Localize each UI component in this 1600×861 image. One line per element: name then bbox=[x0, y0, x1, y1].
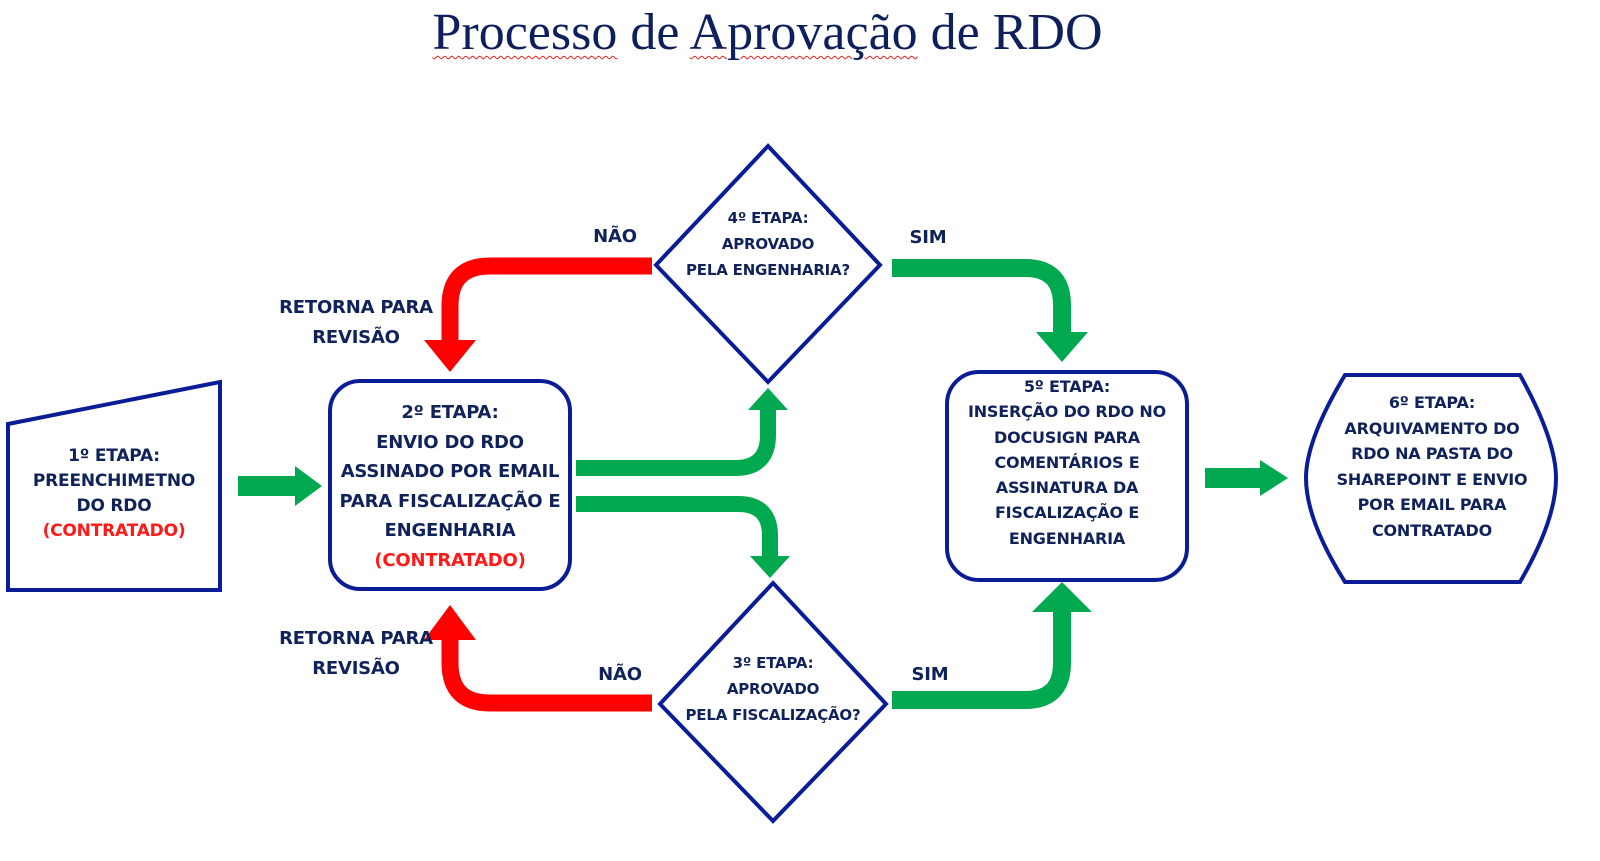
step1-line: PREENCHIMETNO bbox=[32, 471, 196, 491]
step3-line: PELA FISCALIZAÇÃO? bbox=[685, 706, 861, 724]
title-word-processo: Processo bbox=[432, 4, 618, 61]
step6-line: CONTRATADO bbox=[1371, 520, 1493, 540]
page-title: Processo de Aprovação de RDO bbox=[0, 2, 1535, 64]
step5-line: DOCUSIGN PARA bbox=[994, 427, 1140, 447]
step2-line: 2º ETAPA: bbox=[401, 402, 499, 423]
return-top-line: RETORNA PARA bbox=[279, 297, 433, 318]
title-word-aprovacao: Aprovação bbox=[689, 4, 918, 61]
step5-line: ENGENHARIA bbox=[1008, 528, 1126, 548]
step6-line: SHAREPOINT E ENVIO bbox=[1336, 469, 1528, 489]
arrow-step5-to-step6 bbox=[1205, 460, 1288, 496]
arrow-step3-no-to-step2 bbox=[424, 605, 652, 712]
arrow-step3-yes-to-step5 bbox=[892, 582, 1092, 709]
step4-line: PELA ENGENHARIA? bbox=[686, 261, 850, 279]
step2-label: 2º ETAPA: ENVIO DO RDO ASSINADO POR EMAI… bbox=[328, 398, 572, 575]
edge-label-no-top: NÃO bbox=[593, 226, 637, 247]
title-word-rdo: de RDO bbox=[917, 4, 1103, 61]
step6-shape[interactable] bbox=[1303, 373, 1559, 584]
step5-label: 5º ETAPA: INSERÇÃO DO RDO NO DOCUSIGN PA… bbox=[945, 374, 1189, 551]
step2-line: ENVIO DO RDO bbox=[376, 431, 524, 453]
step2-line: ENGENHARIA bbox=[384, 520, 516, 541]
edge-label-yes-bottom: SIM bbox=[911, 664, 949, 685]
step5-line: FISCALIZAÇÃO E bbox=[994, 503, 1140, 523]
edge-label-yes-top: SIM bbox=[909, 227, 947, 248]
step6-line: POR EMAIL PARA bbox=[1357, 495, 1507, 514]
step5-line: INSERÇÃO DO RDO NO bbox=[967, 402, 1167, 422]
step2-line: ASSINADO POR EMAIL bbox=[340, 461, 560, 482]
step3-line: 3º ETAPA: bbox=[732, 654, 814, 672]
step4-shape[interactable] bbox=[653, 143, 883, 385]
step5-shape[interactable] bbox=[945, 370, 1189, 582]
arrow-step4-yes-to-step5 bbox=[892, 259, 1088, 362]
step4-label: 4º ETAPA: APROVADO PELA ENGENHARIA? bbox=[668, 205, 868, 283]
return-bottom-line: REVISÃO bbox=[312, 658, 400, 679]
step4-line: APROVADO bbox=[721, 235, 815, 253]
step4-line: 4º ETAPA: bbox=[727, 209, 809, 227]
step6-line: 6º ETAPA: bbox=[1388, 393, 1476, 412]
step2-role: (CONTRATADO) bbox=[374, 549, 526, 571]
edge-label-return-bottom: RETORNA PARA REVISÃO bbox=[268, 624, 444, 684]
step3-shape[interactable] bbox=[657, 580, 889, 824]
step5-line: ASSINATURA DA bbox=[995, 478, 1139, 498]
step1-shape[interactable] bbox=[6, 379, 222, 592]
step1-role: (CONTRATADO) bbox=[42, 521, 186, 541]
edge-label-return-top: RETORNA PARA REVISÃO bbox=[268, 293, 444, 353]
return-top-line: REVISÃO bbox=[312, 327, 400, 348]
step6-line: ARQUIVAMENTO DO bbox=[1344, 418, 1520, 438]
step5-line: 5º ETAPA: bbox=[1023, 377, 1111, 396]
step1-line: 1º ETAPA: bbox=[68, 446, 160, 466]
step3-line: APROVADO bbox=[726, 680, 820, 698]
return-bottom-line: RETORNA PARA bbox=[279, 628, 433, 649]
arrow-step2-to-step4 bbox=[576, 388, 788, 476]
arrow-step1-to-step2 bbox=[238, 466, 322, 506]
step6-label: 6º ETAPA: ARQUIVAMENTO DO RDO NA PASTA D… bbox=[1310, 390, 1554, 543]
title-word-de: de bbox=[617, 4, 690, 61]
arrow-step2-to-step3 bbox=[576, 496, 790, 578]
step1-label: 1º ETAPA: PREENCHIMETNO DO RDO (CONTRATA… bbox=[12, 444, 216, 544]
step3-label: 3º ETAPA: APROVADO PELA FISCALIZAÇÃO? bbox=[668, 650, 878, 728]
step1-line: DO RDO bbox=[76, 496, 152, 516]
edge-label-no-bottom: NÃO bbox=[598, 664, 642, 685]
arrow-step4-no-to-step2 bbox=[424, 257, 652, 372]
step2-line: PARA FISCALIZAÇÃO E bbox=[339, 490, 561, 512]
step6-line: RDO NA PASTA DO bbox=[1351, 444, 1513, 463]
step5-line: COMENTÁRIOS E bbox=[994, 452, 1140, 472]
step2-shape[interactable] bbox=[328, 379, 572, 591]
